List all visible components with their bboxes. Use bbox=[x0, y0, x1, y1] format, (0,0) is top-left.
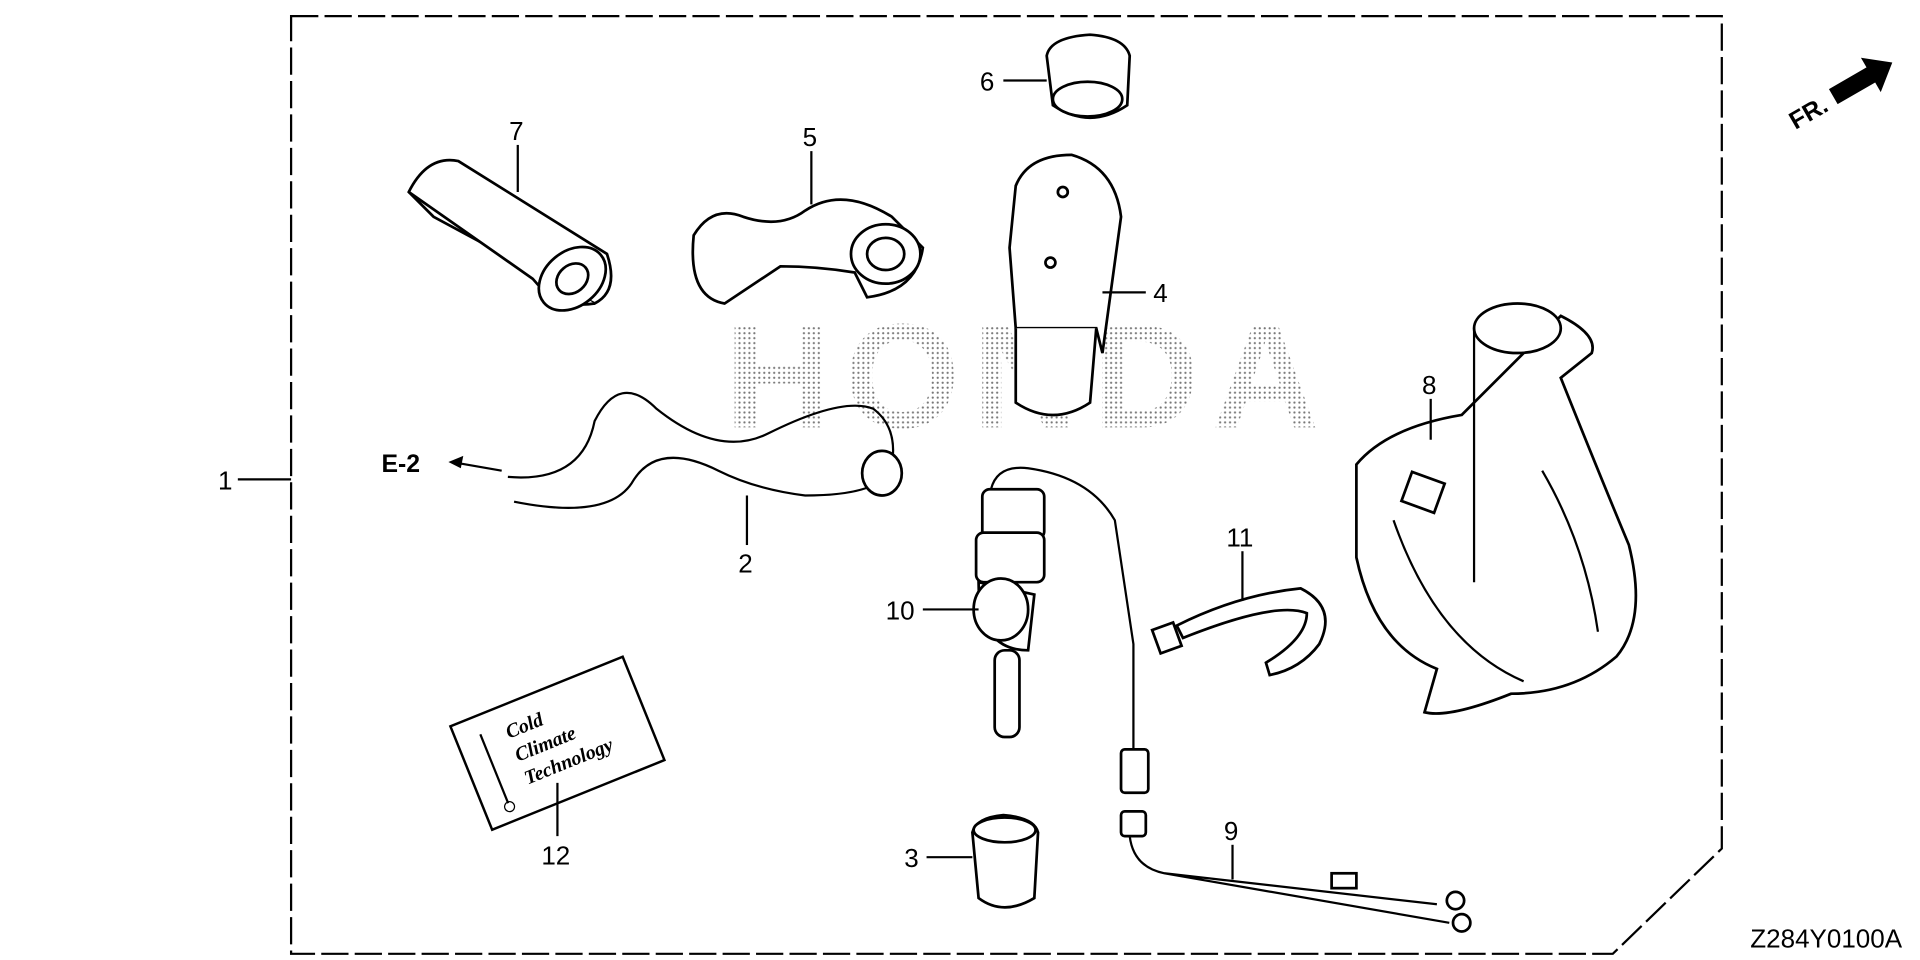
callout-6: 6 bbox=[980, 66, 994, 96]
callout-4: 4 bbox=[1153, 278, 1167, 308]
part-3-grommet bbox=[971, 813, 1040, 909]
reference-e2[interactable]: E-2 bbox=[382, 451, 421, 478]
leader-lines bbox=[237, 79, 1432, 880]
svg-text:FR.: FR. bbox=[1785, 92, 1833, 135]
part-2-hose bbox=[507, 391, 904, 509]
callout-11: 11 bbox=[1226, 522, 1253, 552]
callout-7: 7 bbox=[509, 116, 523, 146]
part-11-cable-tie bbox=[1150, 586, 1327, 677]
part-9-harness bbox=[1119, 809, 1472, 933]
callout-10: 10 bbox=[886, 595, 915, 625]
callout-12: 12 bbox=[541, 841, 570, 871]
callout-9: 9 bbox=[1224, 816, 1238, 846]
part-5-elbow-hose bbox=[691, 198, 925, 305]
part-7-tube bbox=[407, 158, 613, 312]
part-8-cover bbox=[1355, 302, 1638, 715]
front-arrow-icon: FR. bbox=[1785, 57, 1893, 135]
part-6-grommet bbox=[1045, 33, 1132, 120]
diagram-code: Z284Y0100A bbox=[1750, 924, 1902, 954]
callout-1: 1 bbox=[218, 465, 232, 495]
kit-boundary bbox=[289, 14, 1723, 955]
callout-2: 2 bbox=[738, 548, 752, 578]
callout-5: 5 bbox=[803, 122, 817, 152]
part-10-valve bbox=[972, 466, 1150, 795]
part-12-decal: Cold Climate Technology bbox=[448, 655, 667, 832]
callout-8: 8 bbox=[1422, 370, 1436, 400]
part-4-cover bbox=[1008, 153, 1123, 417]
callout-3: 3 bbox=[904, 843, 918, 873]
